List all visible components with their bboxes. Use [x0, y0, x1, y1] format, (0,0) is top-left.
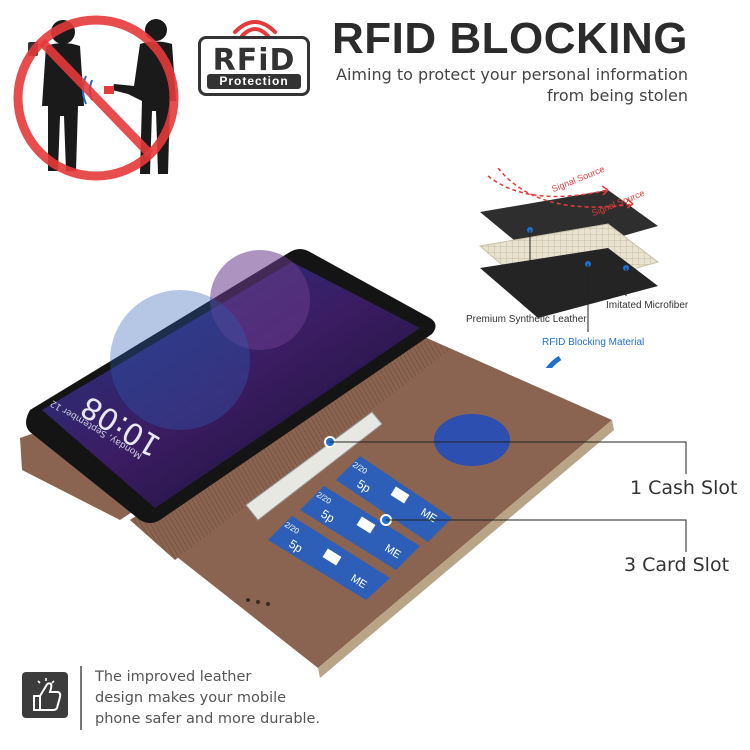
signal-arrows-icon	[487, 167, 634, 208]
subtitle-line-2: from being stolen	[547, 86, 688, 105]
bottom-line-1: The improved leather	[95, 669, 252, 685]
case-spine	[130, 335, 450, 560]
premium-leather-label: Premium Synthetic Leather	[466, 314, 587, 325]
page-subtitle: Aiming to protect your personal informat…	[308, 64, 688, 106]
blocking-material-label: RFID Blocking Material	[542, 337, 645, 348]
phone-screen	[42, 262, 420, 508]
page-title: RFID BLOCKING	[331, 14, 688, 63]
microfiber-layer	[480, 248, 658, 318]
wallet-case-product: 10:08 Monday, September 12 5p 2/20 ME 5p…	[20, 249, 687, 678]
prohibition-icon	[13, 15, 179, 181]
subtitle-line-1: Aiming to protect your personal informat…	[336, 65, 688, 84]
rfid-protection-badge: RFiD Protection	[196, 14, 316, 100]
bottom-line-3: phone safer and more durable.	[95, 711, 321, 727]
card-2: 5p 2/20 ME	[300, 486, 420, 570]
bottom-description: The improved leather design makes your m…	[95, 667, 320, 730]
material-layers-diagram: Signal Source Signal Source Premium Synt…	[458, 164, 698, 380]
card-slot-label: 3 Card Slot	[624, 554, 730, 576]
badge-protection-text: Protection	[207, 74, 301, 89]
bottom-divider	[80, 666, 82, 730]
cash-slot-label: 1 Cash Slot	[630, 477, 738, 499]
thumbs-up-icon	[22, 672, 68, 718]
cash-slot-pointer	[324, 436, 687, 474]
badge-frame: RFiD Protection	[198, 36, 310, 96]
layers-illustration	[478, 167, 660, 380]
card-1: 5p 2/20 ME	[268, 516, 390, 600]
bottom-line-2: design makes your mobile	[95, 690, 287, 706]
badge-rfid-text: RFiD	[212, 43, 296, 78]
microfiber-label: Imitated Microfiber	[606, 300, 689, 311]
phone: 10:08 Monday, September 12	[26, 249, 436, 523]
id-window	[434, 414, 510, 466]
anti-theft-graphic	[13, 15, 179, 181]
card-slot-pointer	[380, 514, 687, 552]
stolen-card	[104, 86, 114, 94]
